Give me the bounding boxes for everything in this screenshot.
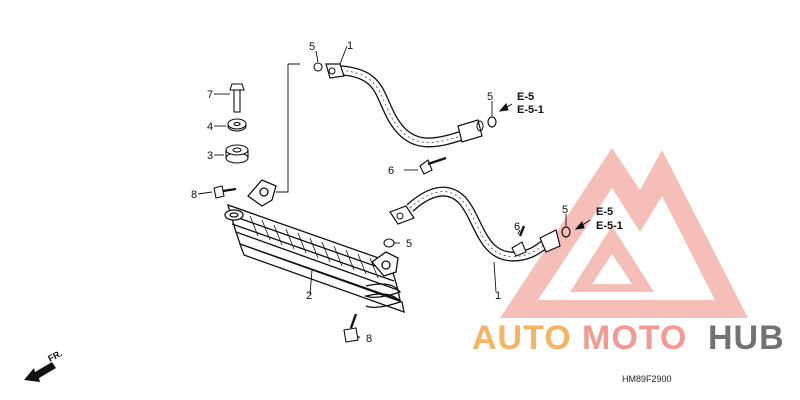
brand-part-2: MOTO — [582, 319, 687, 357]
callout-1-bottom: 1 — [495, 290, 501, 302]
callout-3: 3 — [207, 150, 213, 162]
callout-5-top: 5 — [309, 41, 315, 53]
callout-8-left: 8 — [191, 189, 197, 201]
front-arrow-icon — [24, 362, 56, 382]
callout-2: 2 — [306, 290, 312, 302]
callout-7: 7 — [207, 89, 213, 101]
watermark-text: AUTO MOTO HUB — [472, 319, 785, 357]
reference-top-b: E-5-1 — [517, 104, 544, 116]
callout-8-bottom: 8 — [366, 333, 372, 345]
figure-code: HM89F2900 — [622, 374, 672, 384]
reference-codes: E-5 E-5-1 E-5 E-5-1 — [517, 91, 623, 232]
callout-1-top: 1 — [347, 40, 353, 52]
lower-oil-hose — [389, 186, 571, 262]
mount-fasteners — [213, 62, 395, 343]
brand-part-3: HUB — [708, 319, 785, 357]
front-marker-label: FR. — [46, 348, 63, 364]
callout-6-right: 6 — [514, 221, 520, 233]
callout-5-mid: 5 — [406, 238, 412, 250]
oil-cooler — [224, 179, 405, 313]
reference-bottom-a: E-5 — [596, 206, 613, 218]
upper-oil-hose — [325, 63, 497, 175]
callout-6-mid: 6 — [388, 165, 394, 177]
callout-labels: 1 1 2 3 4 5 5 5 5 6 6 7 8 8 — [191, 40, 568, 345]
reference-top-a: E-5 — [517, 91, 534, 103]
reference-arrows — [498, 103, 591, 230]
leader-lines — [197, 45, 567, 339]
reference-bottom-b: E-5-1 — [596, 220, 623, 232]
watermark-logo — [500, 148, 748, 318]
brand-part-1: AUTO — [472, 319, 572, 357]
callout-5-right-bottom: 5 — [562, 204, 568, 216]
callout-4: 4 — [207, 121, 213, 133]
callout-5-right-top: 5 — [487, 91, 493, 103]
